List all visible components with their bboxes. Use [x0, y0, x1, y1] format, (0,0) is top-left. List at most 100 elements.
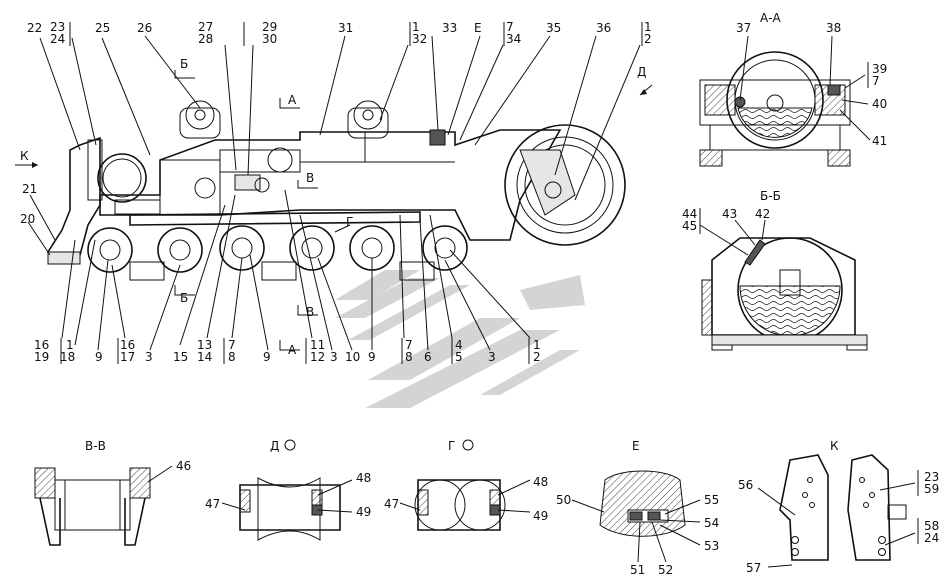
callout: 7 — [506, 20, 514, 34]
callout: 19 — [34, 350, 49, 364]
callout: 23 — [50, 20, 65, 34]
watermark-logo — [335, 270, 585, 408]
section-vv: В-В 46 — [34, 439, 191, 546]
leader-lines-bottom — [27, 189, 531, 351]
callout: 18 — [60, 350, 75, 364]
section-mark-b-bottom: Б — [180, 291, 188, 305]
callout: 49 — [356, 505, 371, 519]
callout: 16 — [120, 338, 135, 352]
callout: 7 — [872, 74, 880, 88]
callout: 27 — [198, 20, 213, 34]
callout: 7 — [228, 338, 236, 352]
leader-lines-top — [39, 35, 641, 201]
callout: 49 — [533, 509, 548, 523]
callout: 5 — [455, 350, 463, 364]
callout: 58 — [924, 519, 939, 533]
callout: 37 — [736, 21, 751, 35]
callout: 24 — [924, 531, 939, 545]
callout: 3 — [488, 350, 496, 364]
callout: 46 — [176, 459, 191, 473]
section-bb-title: Б-Б — [760, 189, 781, 203]
callout: 9 — [263, 350, 271, 364]
callout: 47 — [384, 497, 399, 511]
callout: 40 — [872, 97, 887, 111]
view-d: Д 47 48 49 — [205, 439, 371, 541]
callout: 36 — [596, 21, 611, 35]
view-e-title: Е — [632, 439, 640, 453]
callout: 3 — [330, 350, 338, 364]
bogie-bar — [129, 211, 421, 226]
callout: 23 — [924, 470, 939, 484]
callout: 52 — [658, 563, 673, 577]
callout: 10 — [345, 350, 360, 364]
carrier-roller-1 — [179, 100, 221, 139]
view-e: Е 50 55 54 53 51 52 — [556, 439, 719, 577]
callout: 24 — [50, 32, 65, 46]
callout: 21 — [22, 182, 37, 196]
callout: 12 — [310, 350, 325, 364]
callout: 25 — [95, 21, 110, 35]
callout: 41 — [872, 134, 887, 148]
callout: 47 — [205, 497, 220, 511]
section-mark-k: К — [20, 149, 29, 163]
callout: 30 — [262, 32, 277, 46]
road-wheels — [87, 225, 468, 273]
section-bb: Б-Б 44 45 43 42 — [682, 189, 868, 351]
callout: 4 — [455, 338, 463, 352]
callout: 31 — [338, 21, 353, 35]
section-mark-b-top: Б — [180, 57, 188, 71]
section-aa-title: А-А — [760, 11, 782, 25]
callout: 33 — [442, 21, 457, 35]
section-aa: А-А 37 38 39 7 40 41 — [699, 11, 887, 167]
callout: 44 — [682, 207, 697, 221]
view-k: К 56 57 23 59 58 24 — [738, 439, 939, 575]
callout: 1 — [533, 338, 541, 352]
callout: 1 — [412, 20, 420, 34]
callout: 48 — [356, 471, 371, 485]
callout: 22 — [27, 21, 42, 35]
callout: 56 — [738, 478, 753, 492]
callout: 57 — [746, 561, 761, 575]
section-mark-g: Г — [346, 215, 353, 229]
callout: 13 — [197, 338, 212, 352]
section-mark-v-bottom: В — [306, 305, 314, 319]
callout: 45 — [682, 219, 697, 233]
front-skid — [47, 251, 81, 265]
view-g: Г 47 48 49 — [384, 439, 548, 531]
callout: 38 — [826, 21, 841, 35]
callout: 14 — [197, 350, 212, 364]
drive-sprocket — [504, 124, 626, 246]
callout: 20 — [20, 212, 35, 226]
callout: 39 — [872, 62, 887, 76]
callout: 50 — [556, 493, 571, 507]
callout: 51 — [630, 563, 645, 577]
callout: 54 — [704, 516, 719, 530]
callout: 32 — [412, 32, 427, 46]
callout: 55 — [704, 493, 719, 507]
view-g-title: Г — [448, 439, 455, 453]
callout: 15 — [173, 350, 188, 364]
callouts-top: 22 23 24 25 26 27 28 29 30 31 1 32 33 Е … — [27, 20, 652, 46]
main-view: К Б Б А А В В Г Д — [15, 35, 653, 357]
callout: 29 — [262, 20, 277, 34]
callout: 8 — [405, 350, 413, 364]
callout: 11 — [310, 338, 325, 352]
callout: 28 — [198, 32, 213, 46]
section-mark-a-bottom: А — [288, 343, 297, 357]
callout: 26 — [137, 21, 152, 35]
callout: 16 — [34, 338, 49, 352]
callout: 1 — [644, 20, 652, 34]
section-mark-a-top: А — [288, 93, 297, 107]
callout: 7 — [405, 338, 413, 352]
section-mark-v-top: В — [306, 171, 314, 185]
callout: 53 — [704, 539, 719, 553]
callout: 35 — [546, 21, 561, 35]
section-vv-title: В-В — [85, 439, 106, 453]
callouts-bottom: 16 19 1 18 9 16 17 3 15 13 14 7 8 9 11 1… — [34, 338, 541, 364]
callout: 34 — [506, 32, 521, 46]
callout: 43 — [722, 207, 737, 221]
callout: 2 — [533, 350, 541, 364]
view-k-title: К — [830, 439, 839, 453]
callout: 1 — [66, 338, 74, 352]
